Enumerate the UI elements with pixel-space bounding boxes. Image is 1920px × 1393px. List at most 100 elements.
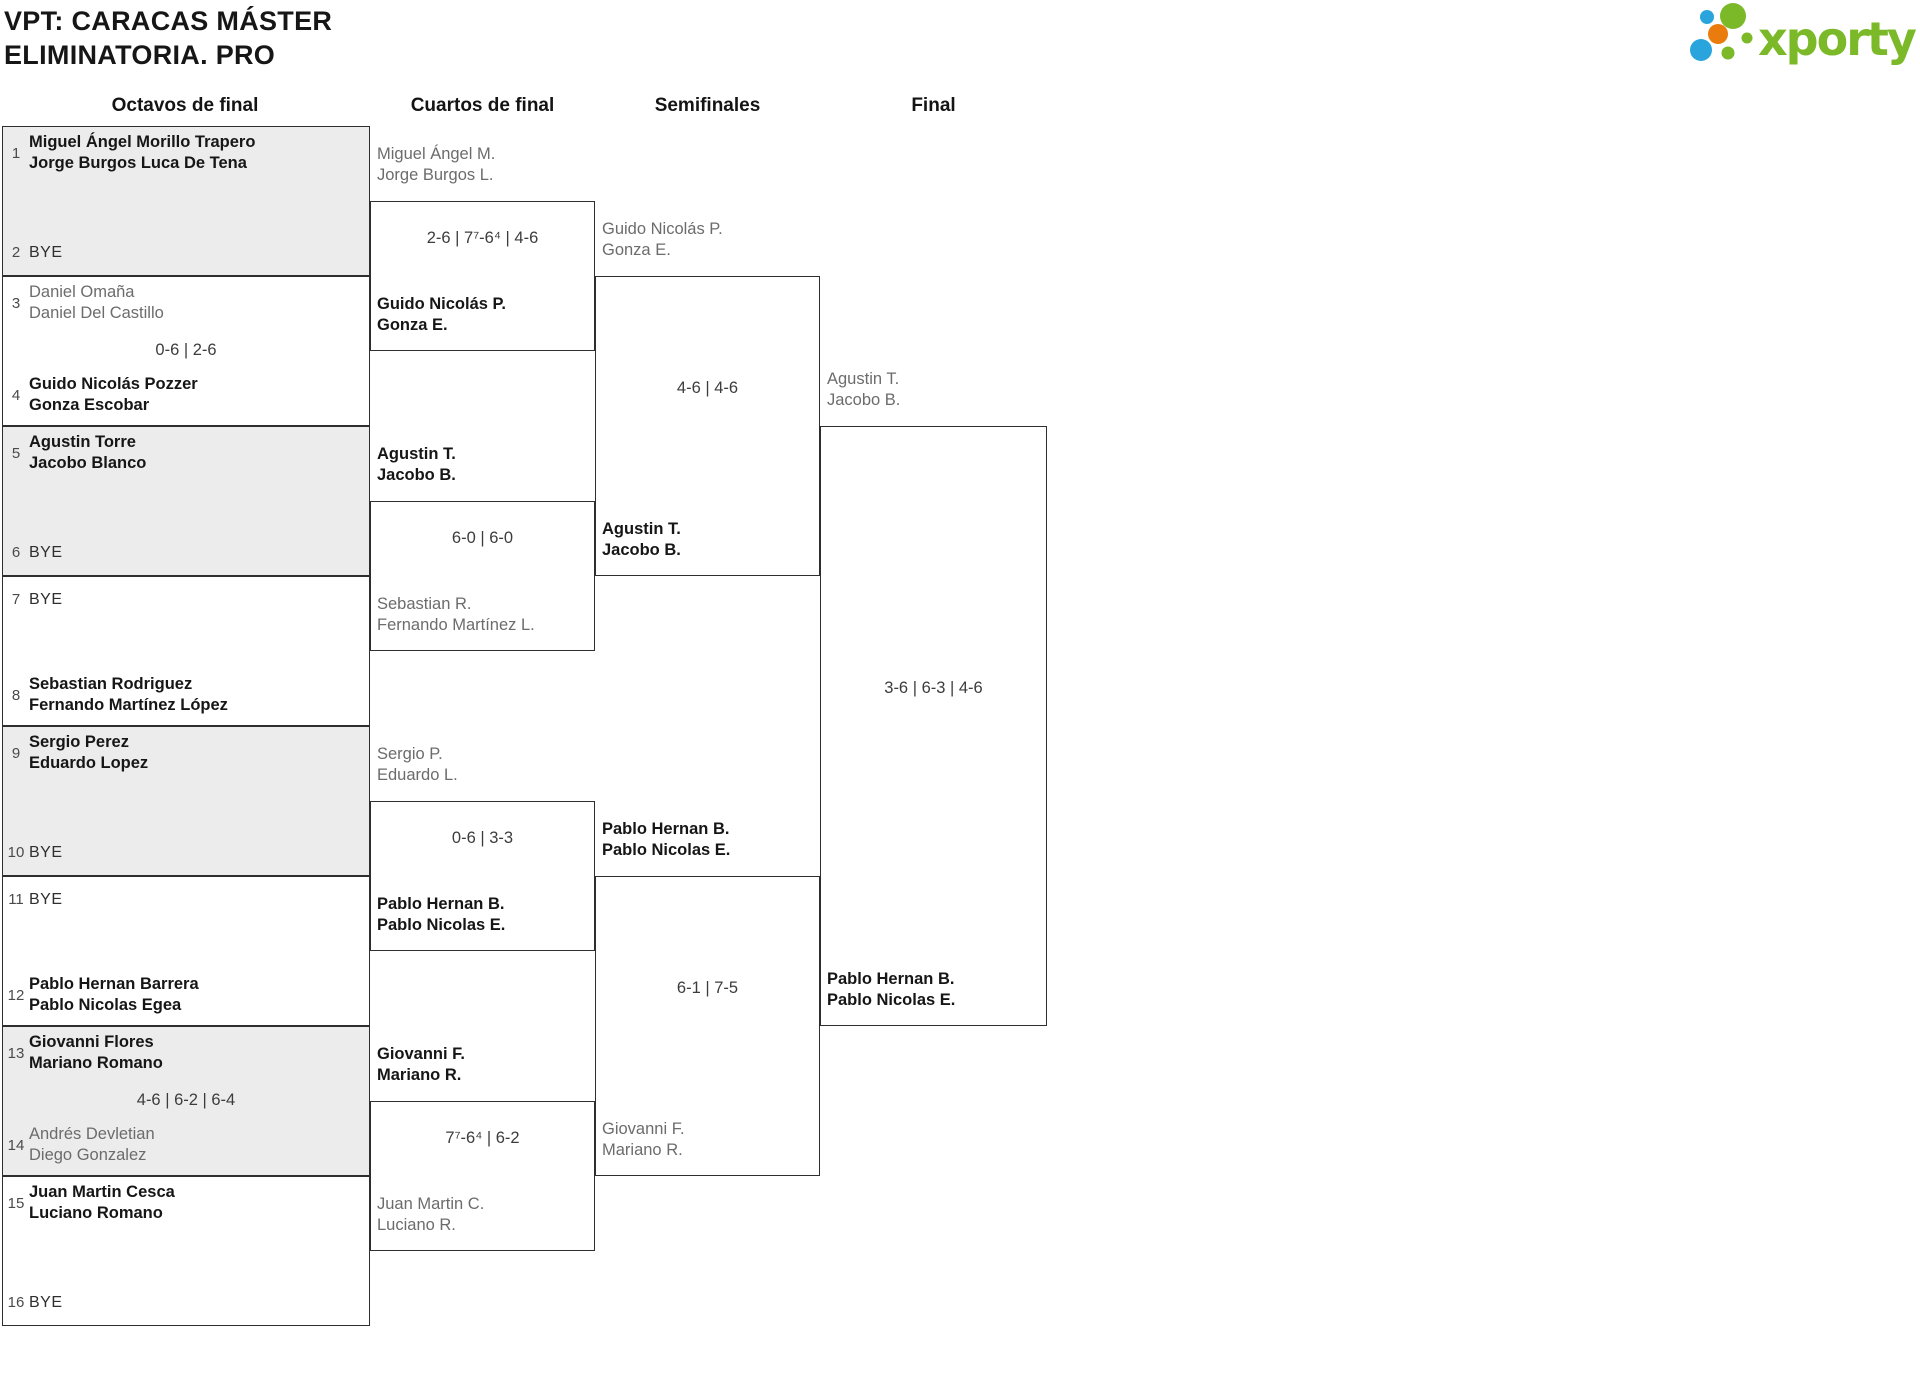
- bye-label: BYE: [29, 1294, 63, 1311]
- bye-label: BYE: [29, 244, 63, 261]
- logo-dot-green-small: [1721, 46, 1735, 60]
- player-name: Andrés Devletian: [29, 1125, 155, 1143]
- sf1-team-b: Agustin T. Jacobo B.: [602, 519, 814, 561]
- entry-team-b: 16 BYE: [3, 1292, 369, 1313]
- seed: 13: [7, 1044, 25, 1062]
- player-name: Fernando Martínez López: [29, 696, 228, 714]
- logo-dot-blue-large: [1690, 39, 1712, 61]
- player-name: Sergio Perez: [29, 733, 129, 751]
- team-name: BYE: [29, 1292, 63, 1313]
- round-header-semifinales: Semifinales: [654, 95, 761, 116]
- team-name: BYE: [29, 842, 63, 863]
- entry-team-b: 10 BYE: [3, 842, 369, 863]
- entry-team-a: 11 BYE: [3, 889, 369, 910]
- entry-team-b: 14 Andrés Devletian Diego Gonzalez: [3, 1124, 369, 1166]
- team-name: Andrés Devletian Diego Gonzalez: [29, 1124, 155, 1166]
- team-name: BYE: [29, 589, 63, 610]
- match-score: 4-6 | 4-6: [676, 379, 739, 397]
- player-name: Agustin Torre: [29, 433, 136, 451]
- logo-dot-orange: [1708, 24, 1728, 44]
- player-name: Eduardo Lopez: [29, 754, 149, 772]
- final-match[interactable]: [820, 426, 1047, 1026]
- seed: 8: [11, 686, 21, 704]
- entry-team-a: 5 Agustin Torre Jacobo Blanco: [3, 432, 369, 474]
- entry-team-b: 4 Guido Nicolás Pozzer Gonza Escobar: [3, 374, 369, 416]
- r16-match-6[interactable]: 11 BYE 12 Pablo Hernan Barrera Pablo Nic…: [2, 876, 370, 1026]
- r16-match-7[interactable]: 13 Giovanni Flores Mariano Romano 4-6 | …: [2, 1026, 370, 1176]
- match-score: 6-1 | 7-5: [676, 979, 739, 997]
- player-name: Diego Gonzalez: [29, 1146, 147, 1164]
- logo-dot-green-tiny: [1741, 32, 1753, 44]
- seed: 4: [11, 386, 21, 404]
- entry-team-a: 1 Miguel Ángel Morillo Trapero Jorge Bur…: [3, 132, 369, 174]
- team-name: BYE: [29, 542, 63, 563]
- player-name: Sebastian R.: [377, 595, 472, 613]
- sf2-team-a: Pablo Hernan B. Pablo Nicolas E.: [602, 819, 814, 861]
- player-name: Giovanni F.: [377, 1045, 466, 1063]
- seed: 15: [7, 1194, 25, 1212]
- r16-match-4[interactable]: 7 BYE 8 Sebastian Rodriguez Fernando Mar…: [2, 576, 370, 726]
- bye-label: BYE: [29, 591, 63, 608]
- sf-match-1[interactable]: [595, 276, 820, 576]
- team-name: Guido Nicolás Pozzer Gonza Escobar: [29, 374, 198, 416]
- player-name: Pablo Hernan B.: [377, 895, 505, 913]
- player-name: Jacobo Blanco: [29, 454, 147, 472]
- player-name: Eduardo L.: [377, 766, 458, 784]
- seed: 14: [7, 1136, 25, 1154]
- r16-match-8[interactable]: 15 Juan Martin Cesca Luciano Romano 16 B…: [2, 1176, 370, 1326]
- seed: 7: [11, 591, 21, 608]
- player-name: Pablo Nicolas Egea: [29, 996, 182, 1014]
- match-score: 0-6 | 2-6: [155, 341, 217, 359]
- seed: 11: [8, 891, 24, 908]
- bye-label: BYE: [29, 891, 63, 908]
- logo-dot-green-large: [1720, 3, 1746, 29]
- match-score: 3-6 | 6-3 | 4-6: [884, 679, 983, 697]
- sf1-team-a: Guido Nicolás P. Gonza E.: [602, 219, 814, 261]
- player-name: Daniel Omaña: [29, 283, 135, 301]
- team-name: Sebastian Rodriguez Fernando Martínez Ló…: [29, 674, 228, 716]
- player-name: Jorge Burgos Luca De Tena: [29, 154, 247, 172]
- player-name: Pablo Hernan Barrera: [29, 975, 199, 993]
- match-score: 4-6 | 6-2 | 6-4: [136, 1091, 236, 1109]
- entry-team-a: 13 Giovanni Flores Mariano Romano: [3, 1032, 369, 1074]
- player-name: Gonza Escobar: [29, 396, 150, 414]
- team-name: Daniel Omaña Daniel Del Castillo: [29, 282, 164, 324]
- seed: 16: [7, 1294, 25, 1311]
- team-name: BYE: [29, 889, 63, 910]
- player-name: Giovanni F.: [602, 1120, 685, 1138]
- round-header-final: Final: [911, 95, 956, 116]
- qf-match-1[interactable]: [370, 201, 595, 351]
- player-name: Gonza E.: [377, 316, 448, 334]
- team-name: Agustin Torre Jacobo Blanco: [29, 432, 146, 474]
- r16-match-1[interactable]: 1 Miguel Ángel Morillo Trapero Jorge Bur…: [2, 126, 370, 276]
- player-name: Agustin T.: [827, 370, 900, 388]
- match-score: 0-6 | 3-3: [451, 829, 514, 847]
- qf4-team-b: Juan Martin C. Luciano R.: [377, 1194, 589, 1236]
- team-name: Miguel Ángel Morillo Trapero Jorge Burgo…: [29, 132, 255, 174]
- qf3-team-a: Sergio P. Eduardo L.: [377, 744, 589, 786]
- qf4-team-a: Giovanni F. Mariano R.: [377, 1044, 589, 1086]
- round-header-cuartos: Cuartos de final: [410, 95, 555, 116]
- qf-match-3[interactable]: [370, 801, 595, 951]
- player-name: Pablo Nicolas E.: [377, 916, 506, 934]
- entry-team-a: 15 Juan Martin Cesca Luciano Romano: [3, 1182, 369, 1224]
- player-name: Agustin T.: [377, 445, 456, 463]
- match-score: 2-6 | 7⁷-6⁴ | 4-6: [426, 229, 539, 247]
- r16-match-5[interactable]: 9 Sergio Perez Eduardo Lopez 10 BYE: [2, 726, 370, 876]
- sf-match-2[interactable]: [595, 876, 820, 1176]
- player-name: Luciano Romano: [29, 1204, 163, 1222]
- bye-label: BYE: [29, 844, 63, 861]
- r16-match-2[interactable]: 3 Daniel Omaña Daniel Del Castillo 0-6 |…: [2, 276, 370, 426]
- team-name: Pablo Hernan Barrera Pablo Nicolas Egea: [29, 974, 199, 1016]
- player-name: Mariano R.: [602, 1141, 683, 1159]
- qf-match-4[interactable]: [370, 1101, 595, 1251]
- team-name: BYE: [29, 242, 63, 263]
- seed: 6: [11, 544, 21, 561]
- qf2-team-a: Agustin T. Jacobo B.: [377, 444, 589, 486]
- entry-team-a: 3 Daniel Omaña Daniel Del Castillo: [3, 282, 369, 324]
- player-name: Luciano R.: [377, 1216, 456, 1234]
- xporty-logo[interactable]: xporty: [1686, 0, 1916, 66]
- player-name: Jacobo B.: [602, 541, 681, 559]
- qf-match-2[interactable]: [370, 501, 595, 651]
- r16-match-3[interactable]: 5 Agustin Torre Jacobo Blanco 6 BYE: [2, 426, 370, 576]
